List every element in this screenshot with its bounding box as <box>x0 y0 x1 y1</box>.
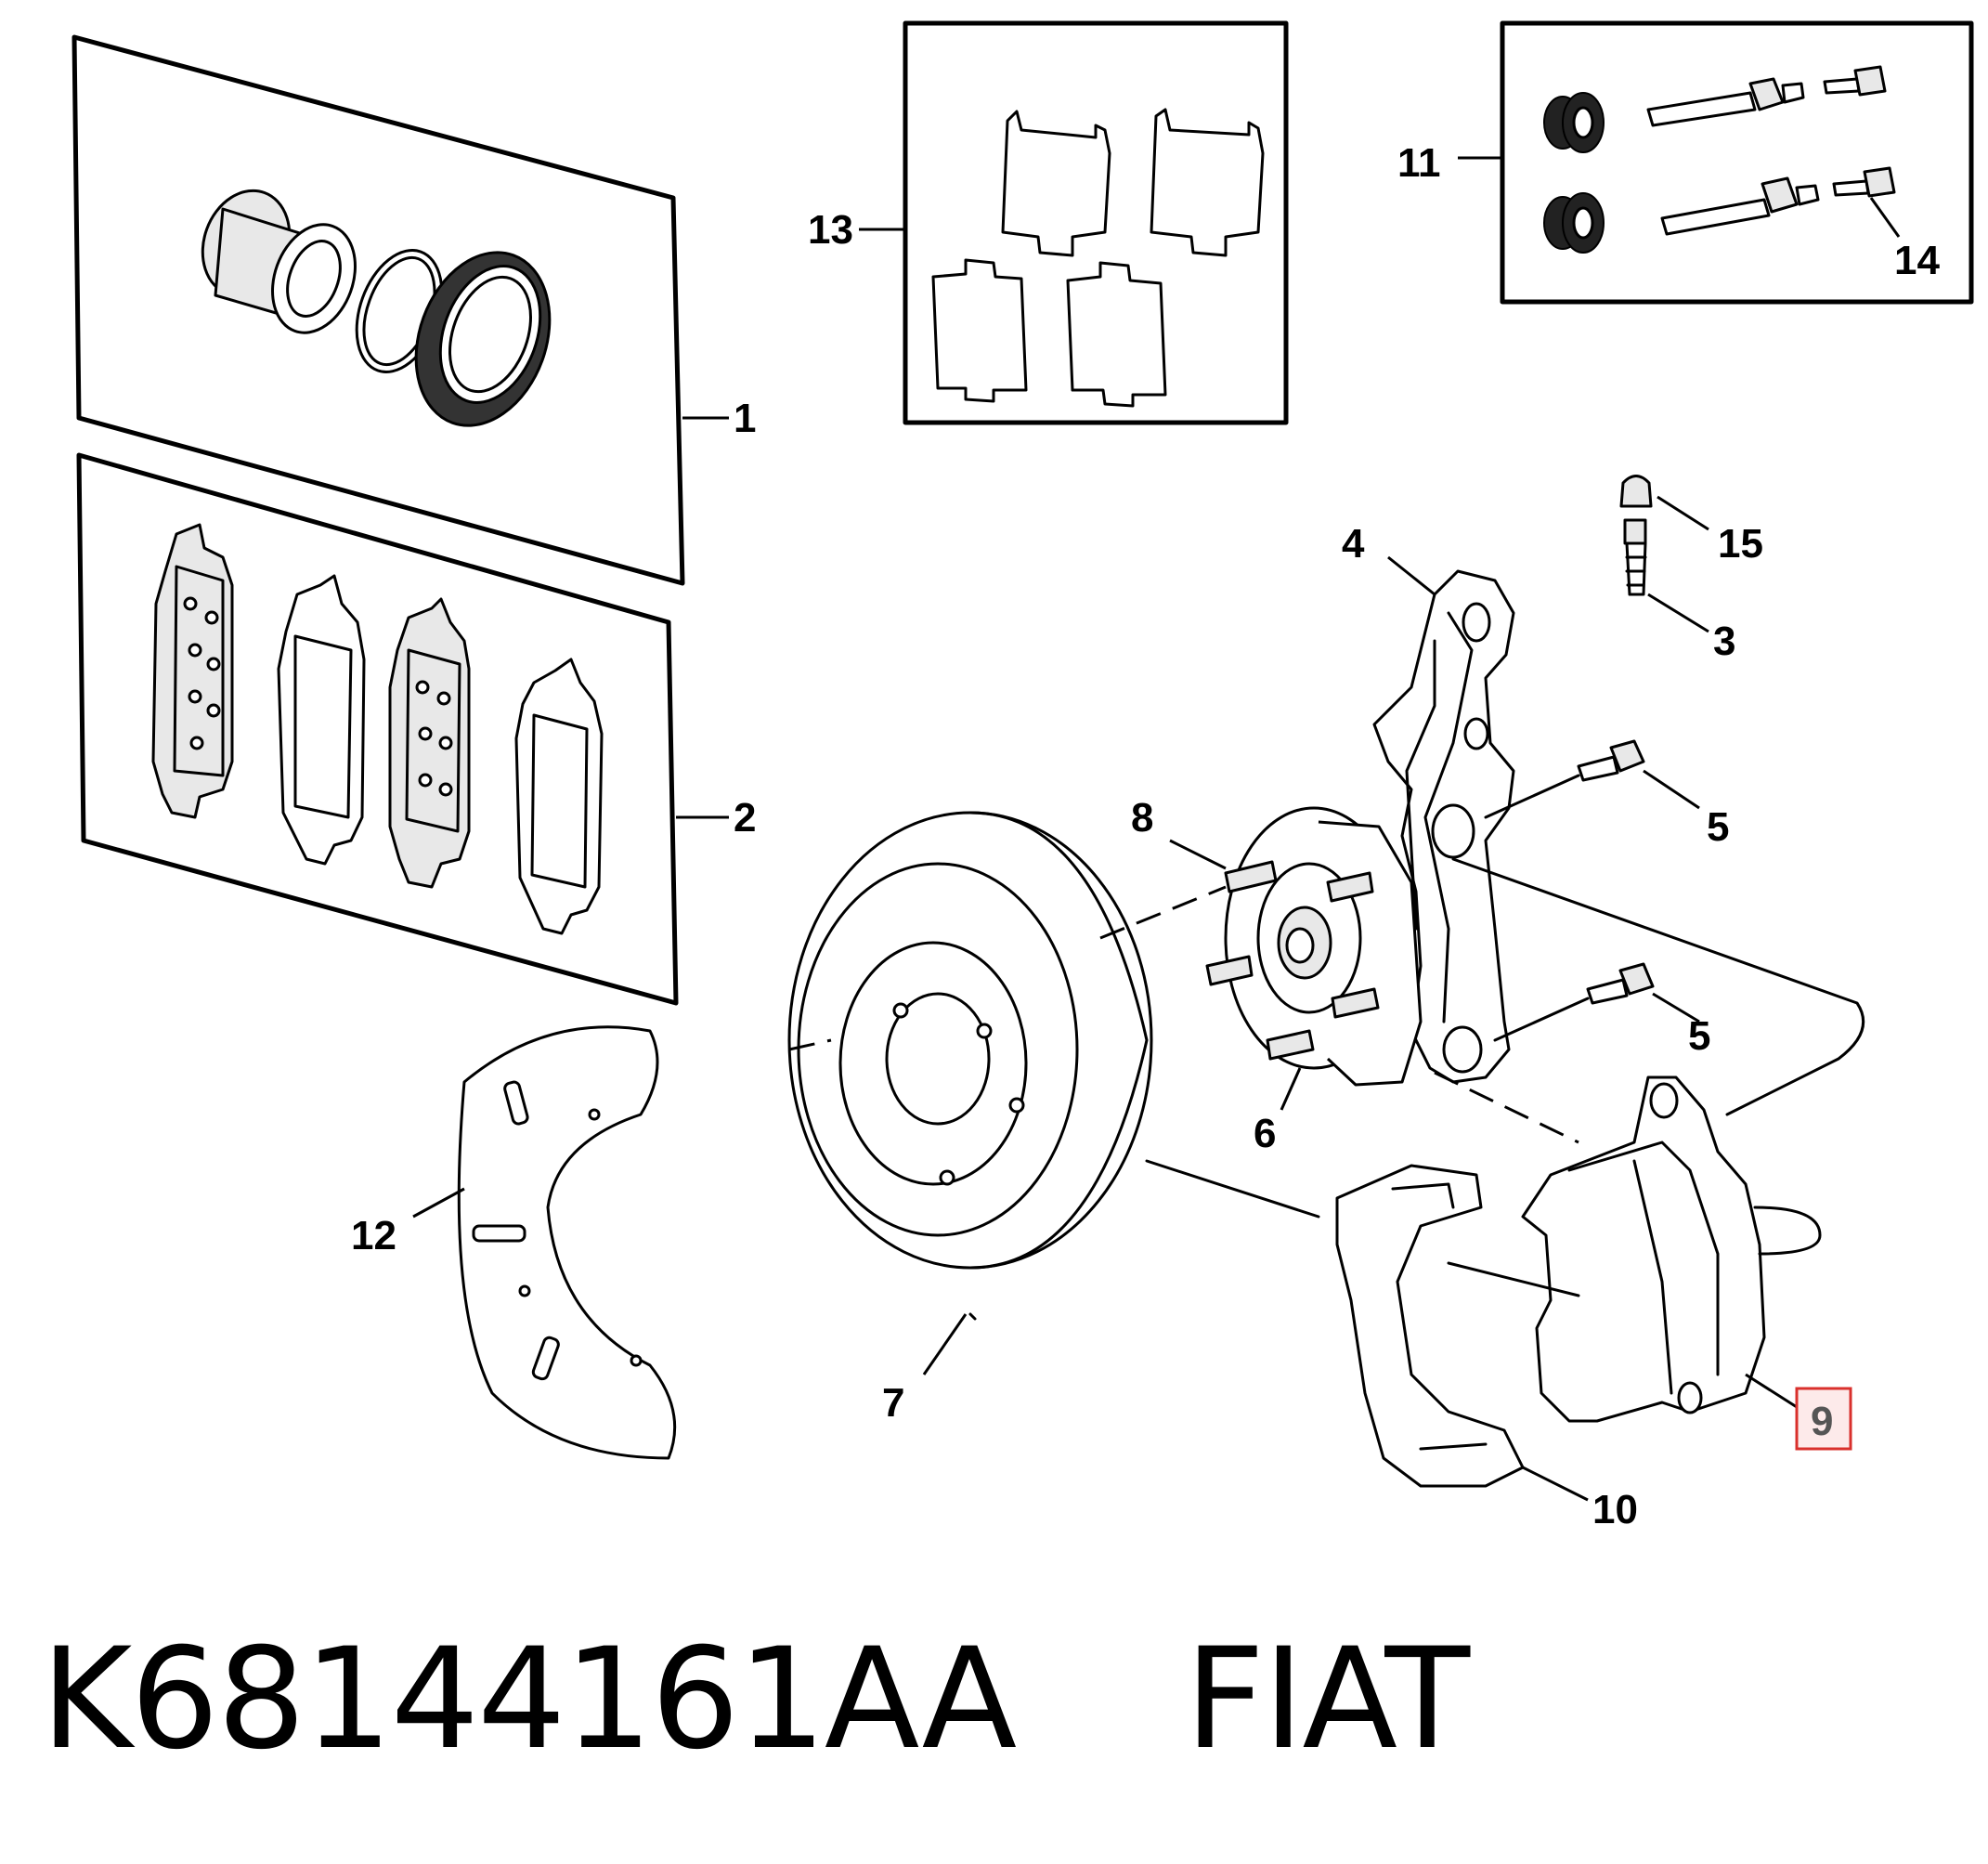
steering-knuckle <box>1372 555 1515 1084</box>
wheel-stud-5 <box>1331 987 1380 1019</box>
wheel-hub <box>1169 806 1423 1111</box>
callout-6: 6 <box>1254 1111 1276 1156</box>
wheel-stud-1 <box>1224 860 1278 893</box>
callout-4: 4 <box>1342 521 1365 567</box>
callout-9[interactable]: 9 <box>1811 1399 1833 1444</box>
knuckle-bolt-lower <box>1493 962 1700 1042</box>
brake-pad-4 <box>514 658 604 935</box>
callout-5a: 5 <box>1707 804 1729 850</box>
highlight-box <box>1795 1387 1852 1451</box>
callout-5b: 5 <box>1688 1013 1710 1059</box>
guide-pin-kit-panel <box>1458 20 1974 305</box>
callout-11: 11 <box>1397 140 1441 186</box>
callout-2: 2 <box>734 795 756 841</box>
wheel-stud-3 <box>1266 1029 1315 1061</box>
bleeder-screw <box>1623 518 1709 633</box>
callout-3: 3 <box>1713 619 1735 664</box>
brake-pad-2 <box>277 574 366 866</box>
guide-pin-bolt-lower <box>1832 166 1896 198</box>
bleeder-cap <box>1619 475 1709 531</box>
guide-pin-bushing-upper <box>1543 92 1605 153</box>
part-number-caption: K68144161AA FIAT <box>41 1619 1470 1780</box>
callout-1: 1 <box>734 396 756 441</box>
callout-7: 7 <box>882 1380 904 1426</box>
wheel-stud-4 <box>1326 871 1374 903</box>
guide-pin-upper <box>1646 77 1805 127</box>
knuckle-bolt-upper <box>1484 739 1700 819</box>
piston-seal-kit-panel <box>71 34 729 586</box>
brake-pad-1 <box>151 523 234 819</box>
wheel-stud-2 <box>1205 955 1254 986</box>
callout-10: 10 <box>1592 1487 1638 1532</box>
guide-pin-lower <box>1660 176 1820 236</box>
brake-pads-panel <box>76 452 729 1006</box>
brake-rotor <box>787 811 1153 1375</box>
guide-pin-bushing-lower <box>1543 192 1605 254</box>
brake-pad-3 <box>388 597 471 889</box>
assembly-lines <box>788 857 1865 1297</box>
callout-15: 15 <box>1718 521 1763 567</box>
brake-caliper <box>1521 1075 1822 1423</box>
caliper-bracket <box>1335 1164 1589 1502</box>
dust-shield <box>412 1025 677 1460</box>
anti-rattle-clip-panel <box>859 20 1289 425</box>
callout-14: 14 <box>1894 238 1940 283</box>
guide-pin-bolt-upper <box>1823 65 1887 97</box>
callout-13: 13 <box>808 207 853 253</box>
callout-8: 8 <box>1131 795 1153 841</box>
callout-12: 12 <box>351 1213 396 1258</box>
caliper-piston <box>201 189 357 334</box>
dust-boot <box>414 251 552 427</box>
